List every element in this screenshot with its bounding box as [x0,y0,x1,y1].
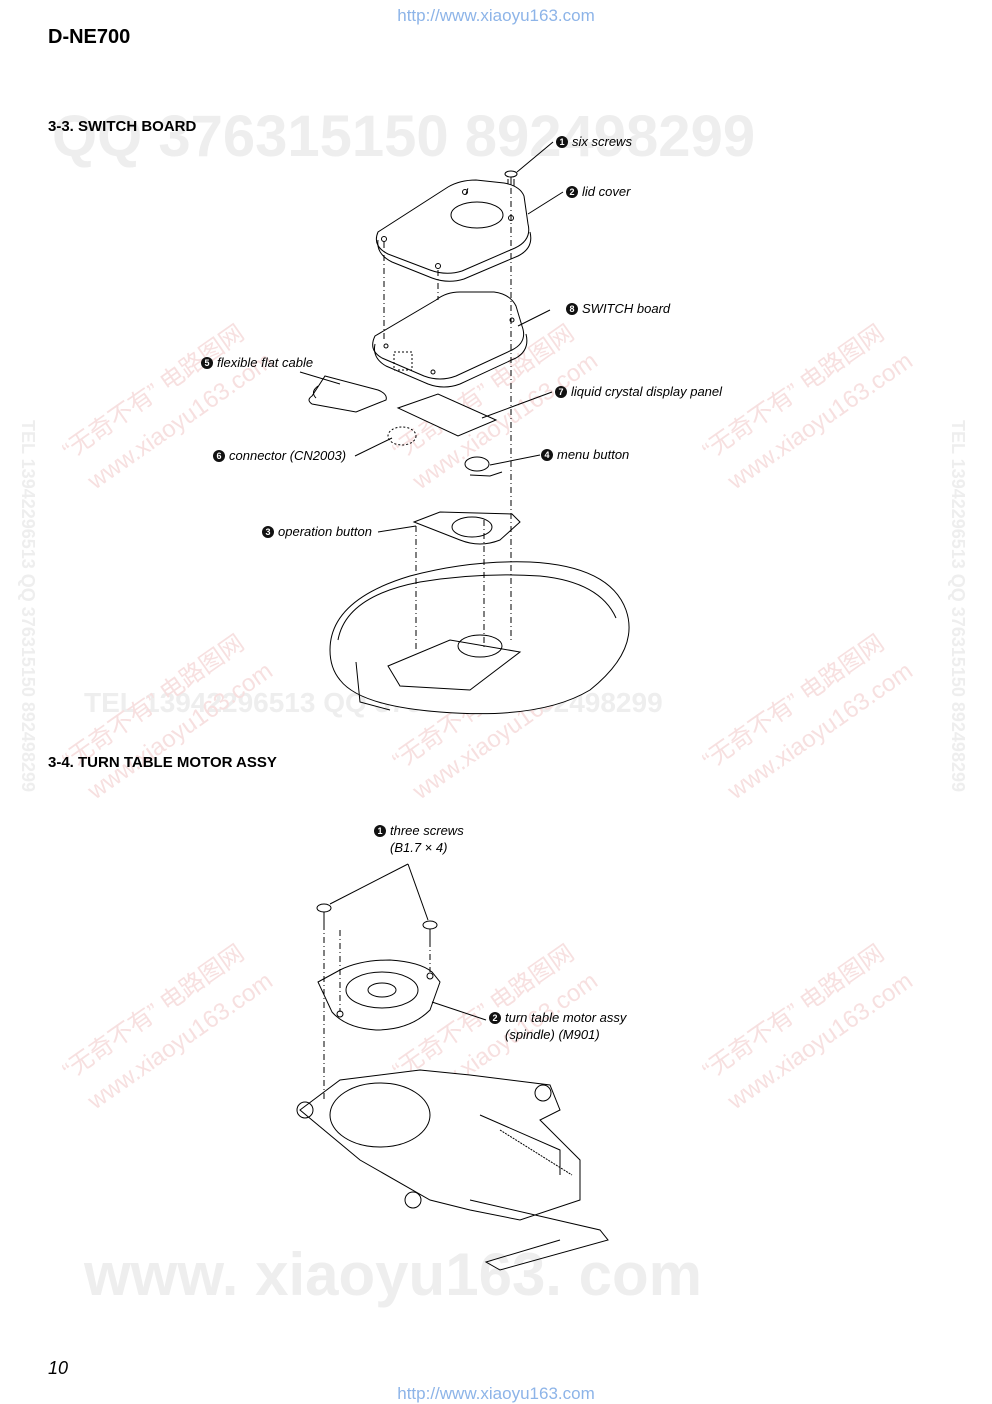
callout-number: 2 [566,186,578,198]
watermark-site: www. xiaoyu163. com [83,1241,702,1308]
lid-cover [375,179,532,282]
lcd-panel [387,393,498,446]
callout-number: 8 [566,303,578,315]
leader-lines [299,141,564,533]
switch-board [372,291,528,388]
screw-left [316,903,332,924]
optical-chassis [296,1069,609,1271]
screw-top [504,170,518,188]
section-33-title: 3-3. SWITCH BOARD [48,118,197,135]
player-base [329,561,630,715]
turntable-motor [317,959,441,1031]
callout-number: 6 [213,450,225,462]
callout-number: 2 [489,1012,501,1024]
callout-number: 1 [556,136,568,148]
callout-number: 7 [555,386,567,398]
callout-number: 4 [541,449,553,461]
footer-url[interactable]: http://www.xiaoyu163.com [397,1384,595,1403]
callout-number: 3 [262,526,274,538]
turntable-exploded-view [296,863,609,1271]
operation-button [412,511,521,545]
watermark-qq: QQ 376315150 892498299 [52,104,755,169]
switch-board-exploded-view [299,141,630,715]
page-number: 10 [48,1358,69,1378]
leader-lines-2 [329,863,487,1021]
flexible-flat-cable [308,375,387,413]
alignment-lines [383,187,512,650]
alignment-lines-2 [323,924,431,1100]
screw-right [422,920,438,941]
header-url[interactable]: http://www.xiaoyu163.com [397,6,595,25]
callout-number: 5 [201,357,213,369]
section-34-title: 3-4. TURN TABLE MOTOR ASSY [48,754,277,771]
watermark-side-left: TEL 13942296513 QQ 376315150 892498299 [18,420,38,792]
watermark-side-right: TEL 13942296513 QQ 376315150 892498299 [948,420,968,792]
menu-button [464,456,503,477]
model-title: D-NE700 [48,26,131,48]
callout-number: 1 [374,825,386,837]
